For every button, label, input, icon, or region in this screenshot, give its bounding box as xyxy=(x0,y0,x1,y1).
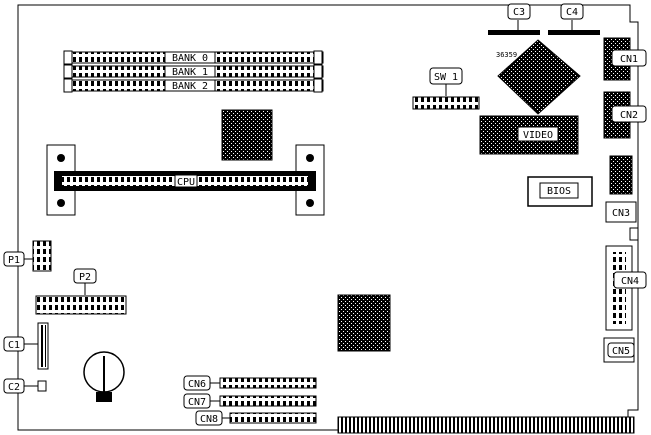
connector-cn3: CN3 xyxy=(605,201,639,241)
label-bank0: BANK 0 xyxy=(172,53,208,64)
label-cn1: CN1 xyxy=(620,54,638,65)
connector-c3: C3 xyxy=(488,3,540,35)
label-sw1: SW 1 xyxy=(434,72,458,83)
connector-p2: P2 xyxy=(35,268,127,315)
diamond-chip xyxy=(497,39,581,115)
label-cn3: CN3 xyxy=(612,208,630,219)
label-cn5: CN5 xyxy=(612,346,630,357)
label-bank2: BANK 2 xyxy=(172,81,208,92)
label-cn7: CN7 xyxy=(188,397,206,408)
label-cpu: CPU xyxy=(177,177,195,188)
bios-chip: BIOS xyxy=(527,176,593,207)
connector-cn2: CN2 xyxy=(603,91,647,139)
switch-sw1: SW 1 xyxy=(412,67,480,110)
label-cn6: CN6 xyxy=(188,379,206,390)
connector-cn5: CN5 xyxy=(603,337,635,363)
label-c4: C4 xyxy=(566,7,578,18)
video-chipset: VIDEO xyxy=(479,115,579,155)
cpu-slot: CPU xyxy=(46,144,325,216)
memory-bank-0: BANK 0 xyxy=(63,50,324,65)
connector-c2: C2 xyxy=(3,378,47,394)
connector-cn1: CN1 xyxy=(603,37,647,81)
chip-code: 36359 xyxy=(496,51,517,59)
connector-p1: P1 xyxy=(3,240,52,272)
label-bios: BIOS xyxy=(547,186,571,197)
connector-cn4: CN4 xyxy=(605,245,647,331)
board-outline xyxy=(17,4,639,431)
connector-c4: C4 xyxy=(548,3,600,35)
label-video: VIDEO xyxy=(523,130,553,141)
label-p1: P1 xyxy=(8,255,20,266)
label-c1: C1 xyxy=(8,340,20,351)
connector-right-mid xyxy=(609,155,633,195)
edge-connector xyxy=(337,416,635,434)
memory-bank-2: BANK 2 xyxy=(63,78,324,93)
battery xyxy=(83,351,125,402)
memory-bank-1: BANK 1 xyxy=(63,64,324,79)
label-bank1: BANK 1 xyxy=(172,67,208,78)
connector-cn7: CN7 xyxy=(183,393,317,409)
chipset-upper xyxy=(221,109,273,161)
label-cn8: CN8 xyxy=(200,414,218,425)
connector-cn6: CN6 xyxy=(183,375,317,391)
label-p2: P2 xyxy=(79,272,91,283)
label-c2: C2 xyxy=(8,382,20,393)
label-cn4: CN4 xyxy=(621,276,639,287)
connector-c1: C1 xyxy=(3,322,49,370)
chipset-lower xyxy=(337,294,391,352)
label-cn2: CN2 xyxy=(620,110,638,121)
label-c3: C3 xyxy=(513,7,525,18)
connector-cn8: CN8 xyxy=(195,410,317,426)
